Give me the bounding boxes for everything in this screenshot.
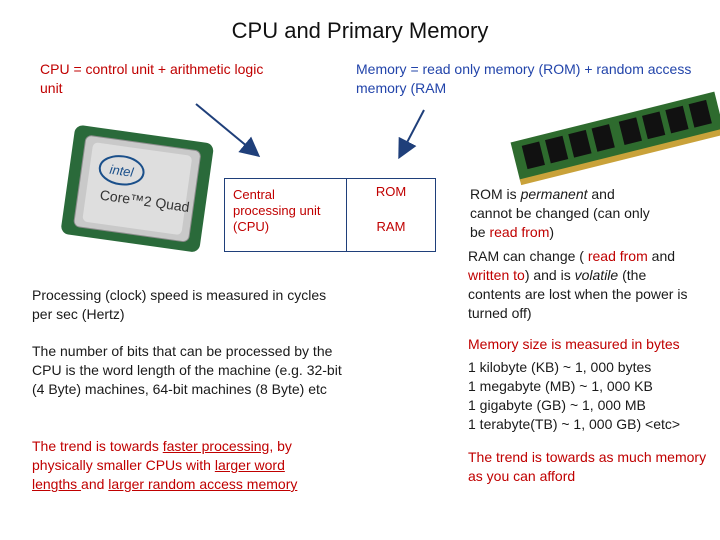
- memory-size-list: 1 kilobyte (KB) ~ 1, 000 bytes 1 megabyt…: [468, 358, 718, 434]
- cpu-box-label: Central processing unit (CPU): [233, 187, 321, 234]
- ram-label: RAM: [376, 219, 406, 234]
- cpu-chip-image: intel Core™2 Quad: [61, 125, 214, 252]
- size-item: 1 megabyte (MB) ~ 1, 000 KB: [468, 378, 653, 394]
- size-item: 1 terabyte(TB) ~ 1, 000 GB) <etc>: [468, 416, 681, 432]
- size-item: 1 gigabyte (GB) ~ 1, 000 MB: [468, 397, 646, 413]
- cpu-trend-text: The trend is towards faster processing, …: [32, 438, 298, 492]
- memory-box: ROM RAM: [346, 178, 436, 252]
- cpu-box: Central processing unit (CPU): [224, 178, 348, 252]
- ram-stick-image: [510, 91, 720, 186]
- memory-definition: Memory = read only memory (ROM) + random…: [356, 61, 692, 96]
- memory-trend-text: The trend is towards as much memory as y…: [468, 449, 707, 484]
- size-item: 1 kilobyte (KB) ~ 1, 000 bytes: [468, 359, 652, 375]
- cpu-def-arrow: [195, 103, 261, 158]
- word-length-text: The number of bits that can be processed…: [32, 343, 342, 397]
- mem-def-arrow: [398, 109, 425, 160]
- rom-description: ROM is permanent and cannot be changed (…: [470, 186, 650, 240]
- cpu-definition: CPU = control unit + arithmetic logic un…: [40, 61, 264, 96]
- chip-brand-text: intel: [109, 162, 136, 180]
- ram-description: RAM can change ( read from and written t…: [468, 248, 688, 321]
- memory-size-title: Memory size is measured in bytes: [468, 336, 680, 352]
- rom-label: ROM: [375, 184, 407, 199]
- page-title: CPU and Primary Memory: [231, 18, 489, 43]
- clock-speed-text: Processing (clock) speed is measured in …: [32, 287, 327, 322]
